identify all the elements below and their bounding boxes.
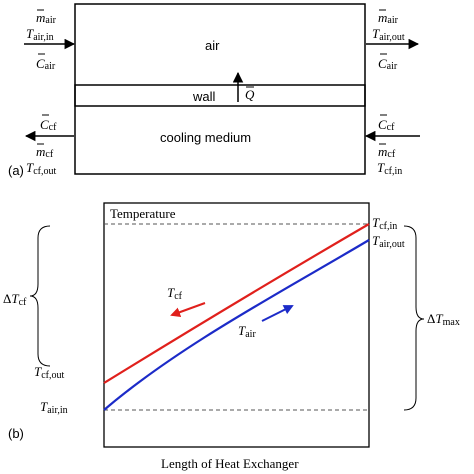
delta-t-max-bracket	[403, 225, 425, 411]
coolant-inlet-labels: Ccf mcf Tcf,in	[364, 114, 420, 177]
air-capacity-in: Cair	[36, 56, 56, 72]
air-temperature-curve	[103, 239, 370, 411]
heat-flow-symbol: Q	[245, 87, 255, 102]
delta-t-max-label: ΔTmax	[427, 311, 460, 328]
air-temp-out: Tair,out	[372, 26, 405, 43]
exchanger-box	[74, 3, 366, 175]
x-axis-title: Length of Heat Exchanger	[161, 456, 299, 471]
air-mass-flow-in: mair	[36, 10, 57, 26]
air-inlet-temp-label: Tair,in	[40, 399, 68, 416]
coolant-mass-flow-in: mcf	[378, 144, 396, 160]
air-curve-label: Tair	[238, 323, 256, 340]
air-mass-flow-out: mair	[378, 10, 399, 26]
air-capacity-out: Cair	[378, 56, 398, 72]
cooling-medium-label: cooling medium	[160, 130, 251, 145]
coolant-temperature-curve	[103, 223, 370, 384]
wall-label: wall	[192, 89, 216, 104]
coolant-flow-direction-arrow	[170, 302, 206, 317]
coolant-temp-out: Tcf,out	[26, 160, 57, 177]
wall-strip	[74, 84, 366, 107]
coolant-curve-label: Tcf	[167, 285, 183, 302]
air-outlet-temp-label: Tair,out	[372, 233, 405, 250]
coolant-capacity-out: Ccf	[40, 117, 57, 133]
coolant-outlet-labels: Ccf mcf Tcf,out	[24, 114, 74, 177]
air-region-label: air	[205, 38, 220, 53]
panel-a: (a) air wall cooling medium Q mair Tair,…	[8, 3, 420, 178]
air-flow-direction-arrow	[261, 305, 294, 322]
air-inlet-labels: mair Tair,in Cair	[24, 9, 76, 72]
delta-t-cf-bracket	[29, 225, 51, 367]
coolant-mass-flow-out: mcf	[36, 144, 54, 160]
panel-b: (b) Temperature Length of Heat Exchanger…	[3, 202, 460, 471]
delta-t-cf-label: ΔTcf	[3, 291, 27, 308]
coolant-temp-in: Tcf,in	[377, 160, 402, 177]
panel-b-label: (b)	[8, 426, 24, 441]
coolant-capacity-in: Ccf	[378, 117, 395, 133]
coolant-outlet-temp-label: Tcf,out	[34, 364, 65, 381]
air-outlet-labels: mair Tair,out Cair	[366, 9, 420, 72]
y-axis-title: Temperature	[110, 206, 176, 221]
plot-frame	[103, 202, 370, 448]
air-temp-in: Tair,in	[26, 26, 54, 43]
panel-a-label: (a)	[8, 163, 24, 178]
coolant-inlet-temp-label: Tcf,in	[372, 215, 397, 232]
